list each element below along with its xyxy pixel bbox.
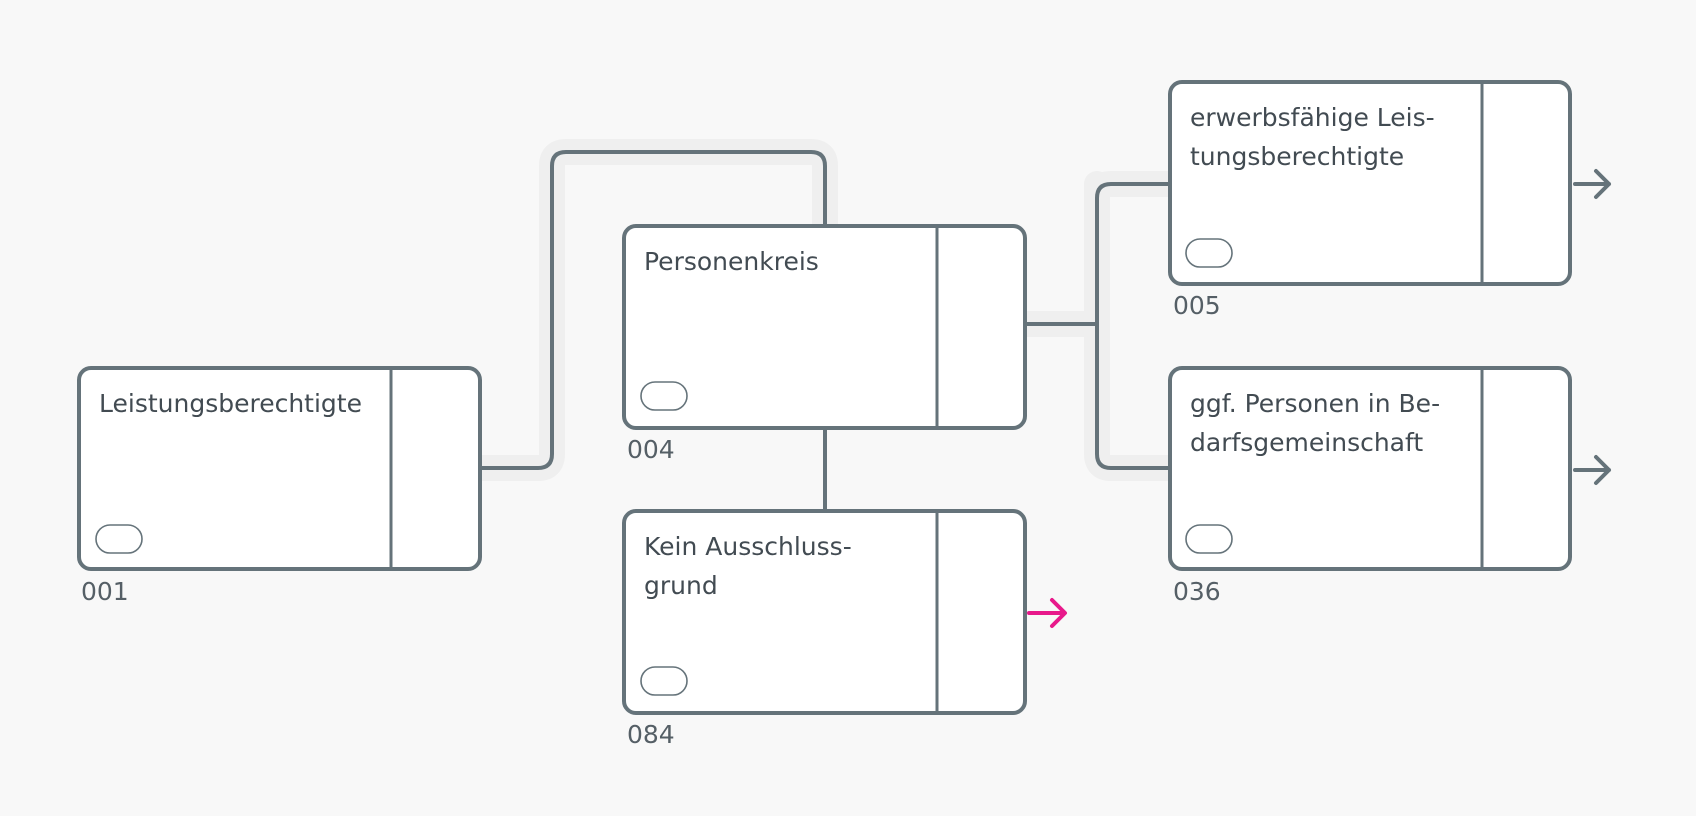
node-036-id: 036 (1173, 577, 1221, 606)
edge-004-005 (1025, 182, 1170, 326)
node-005-title-line-1: erwerbsfähige Leis- (1190, 103, 1435, 132)
node-001[interactable]: Leistungsberechtigte 001 (77, 366, 482, 606)
node-084[interactable]: Kein Ausschluss- grund 084 (622, 509, 1067, 749)
node-004-id: 004 (627, 435, 675, 464)
node-005-title: erwerbsfähige Leis- tungsberechtigte (1190, 103, 1443, 171)
node-036-title-line-2: darfsgemeinschaft (1190, 428, 1423, 457)
node-001-toggle[interactable] (95, 524, 143, 554)
node-036-title: ggf. Personen in Be- darfsgemeinschaft (1190, 389, 1448, 457)
node-036-outgoing-arrow-icon[interactable] (1573, 455, 1611, 485)
node-001-title-line-1: Leistungsberechtigte (99, 389, 362, 418)
node-004[interactable]: Personenkreis 004 (622, 224, 1027, 464)
node-001-box (77, 366, 482, 571)
edge-004-036 (1095, 324, 1170, 470)
node-084-outgoing-arrow-icon[interactable] (1027, 598, 1067, 628)
node-005-id: 005 (1173, 291, 1221, 320)
node-004-title-line-1: Personenkreis (644, 247, 819, 276)
node-036-toggle[interactable] (1185, 524, 1233, 554)
node-084-title: Kein Ausschluss- grund (644, 532, 860, 600)
node-036[interactable]: ggf. Personen in Be- darfsgemeinschaft 0… (1168, 366, 1611, 606)
node-005[interactable]: erwerbsfähige Leis- tungsberechtigte 005 (1168, 80, 1611, 320)
edge-001-004 (480, 150, 827, 470)
connectors (480, 150, 1170, 510)
node-001-id: 001 (81, 577, 129, 606)
node-005-outgoing-arrow-icon[interactable] (1573, 169, 1611, 199)
node-036-box (1168, 366, 1572, 571)
node-084-id: 084 (627, 720, 675, 749)
node-084-title-line-1: Kein Ausschluss- (644, 532, 852, 561)
node-084-toggle[interactable] (640, 666, 688, 696)
node-001-title: Leistungsberechtigte (99, 389, 362, 418)
node-005-toggle[interactable] (1185, 238, 1233, 268)
node-036-title-line-1: ggf. Personen in Be- (1190, 389, 1440, 418)
node-004-title: Personenkreis (644, 247, 819, 276)
node-084-title-line-2: grund (644, 571, 718, 600)
node-005-box (1168, 80, 1572, 286)
node-084-box (622, 509, 1027, 715)
node-004-toggle[interactable] (640, 381, 688, 411)
node-005-title-line-2: tungsberechtigte (1190, 142, 1404, 171)
node-004-box (622, 224, 1027, 430)
